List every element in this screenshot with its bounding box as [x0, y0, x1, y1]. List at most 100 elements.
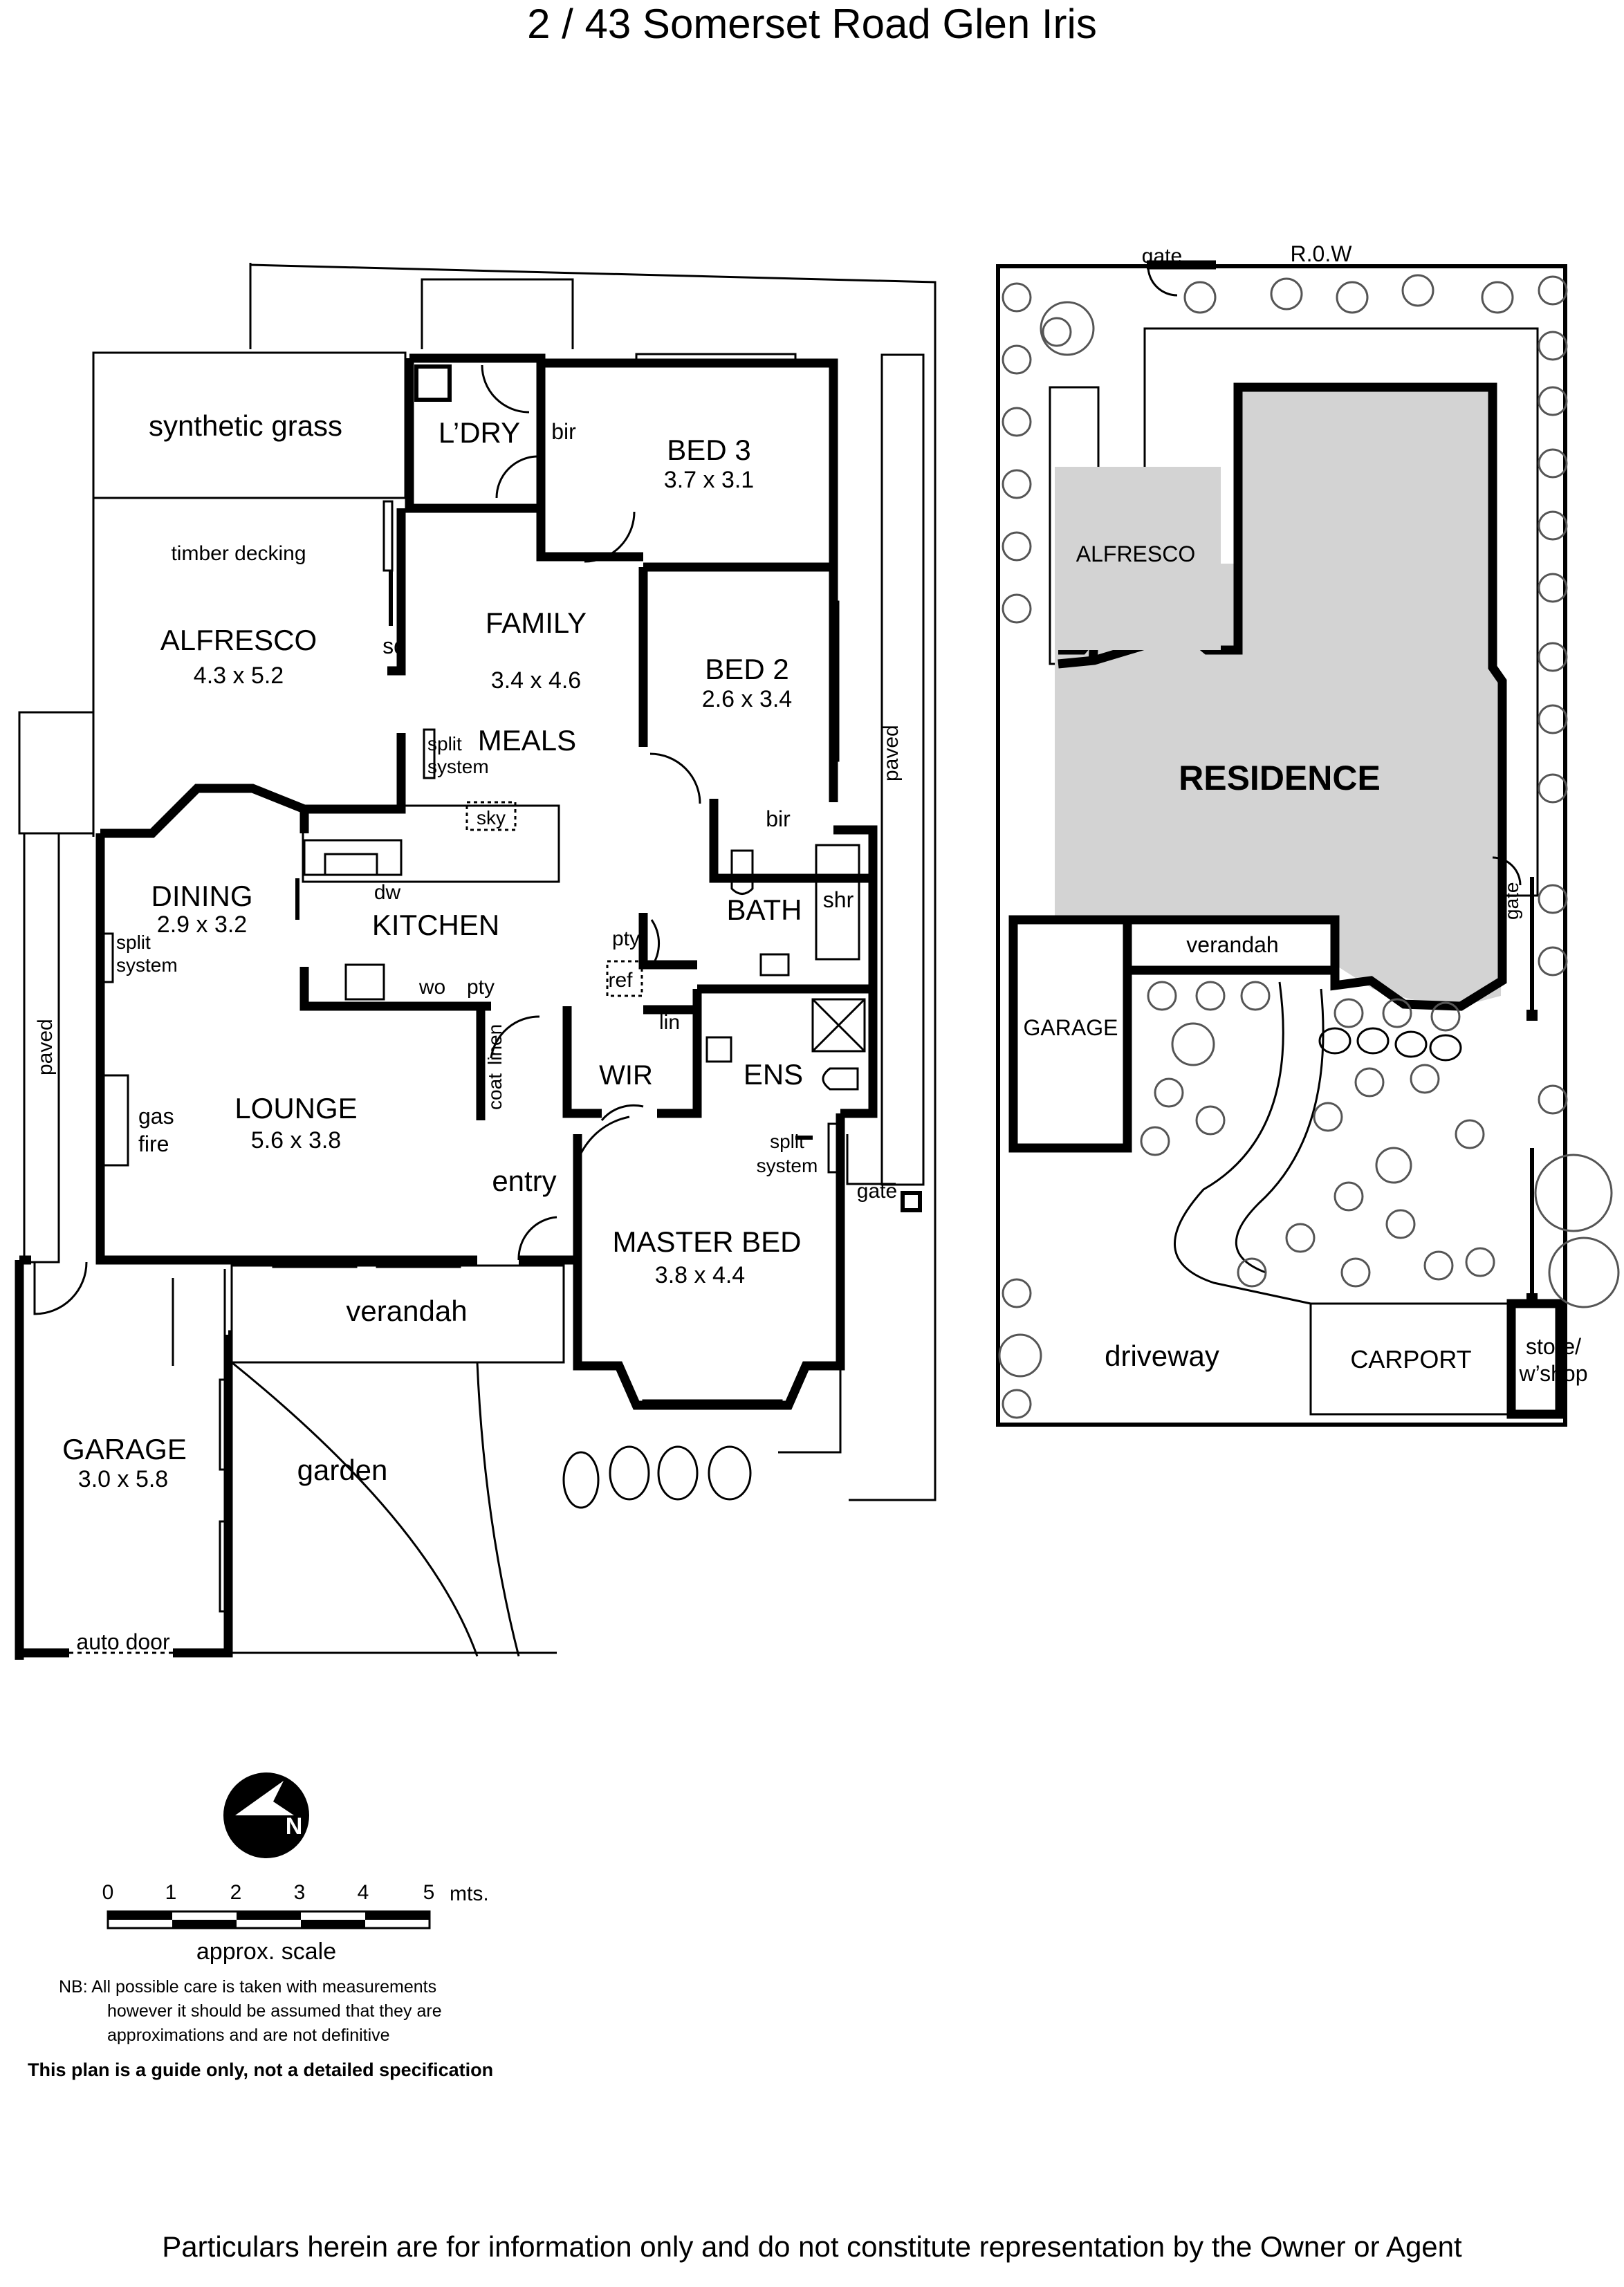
bath-label: BATH	[727, 893, 802, 926]
split-system-unit	[423, 728, 436, 779]
verandah-area	[230, 1264, 565, 1364]
residence-label: RESIDENCE	[1179, 759, 1381, 797]
pty-label: pty	[612, 927, 640, 950]
gate-post-square	[1526, 1010, 1538, 1021]
entry-label: entry	[492, 1165, 556, 1197]
master-size: 3.8 x 4.4	[655, 1262, 745, 1288]
fire-label: fire	[138, 1131, 169, 1156]
meals-system-label: system	[427, 756, 489, 777]
laundry-bed3-wall	[409, 353, 643, 562]
master-bed-wall	[573, 1113, 845, 1410]
garden-path	[1235, 988, 1325, 1274]
scale-block	[301, 1920, 365, 1928]
alfresco-size: 4.3 x 5.2	[194, 663, 284, 689]
alfresco-fill	[1055, 467, 1221, 650]
bath-wall	[709, 799, 873, 883]
plants	[998, 274, 1620, 1419]
ensuite-shower-cross	[811, 998, 866, 1053]
dining-bay-wall	[100, 733, 406, 838]
row-label: R.0.W	[1291, 241, 1353, 266]
entry-door	[517, 1216, 557, 1261]
meals-label: MEALS	[478, 724, 576, 757]
boundary-line	[250, 263, 936, 1501]
alfresco-name: ALFRESCO	[160, 624, 317, 656]
scale-tick-0: 0	[102, 1881, 114, 1904]
lin-label: lin	[659, 1011, 680, 1034]
stepping-stones	[562, 1445, 752, 1509]
lounge-outer-wall	[95, 833, 477, 1265]
scale-tick-4: 4	[358, 1881, 369, 1904]
workshop-label: w’shop	[1518, 1361, 1587, 1386]
site-boundary	[996, 264, 1567, 1427]
scale-tick-3: 3	[294, 1881, 306, 1904]
site-verandah	[1123, 915, 1340, 975]
dining-name: DINING	[151, 880, 253, 912]
bed3-door	[584, 511, 636, 563]
paved-left-label: paved	[34, 1019, 57, 1075]
bed2-size: 2.6 x 3.4	[702, 686, 792, 712]
garden-arc	[231, 1361, 479, 1657]
ensuite-basin	[705, 1036, 732, 1063]
residence-outline	[1233, 382, 1507, 1011]
kitchen-island	[302, 804, 560, 883]
note-line-2: however it should be assumed that they a…	[107, 2001, 442, 2021]
bir-label: bir	[551, 419, 576, 444]
site-plan: gate R.0.W ALFRESCO RESIDENCE gate veran…	[996, 241, 1620, 1427]
garage-door-swing	[33, 1261, 88, 1315]
paved-strip-right	[880, 353, 925, 1186]
gate-post	[901, 1191, 922, 1212]
bed2-name: BED 2	[705, 653, 788, 685]
master-door	[573, 1115, 630, 1176]
garden-path	[476, 1362, 520, 1657]
dining-system-label: system	[116, 954, 178, 976]
compass: N	[223, 1772, 309, 1858]
garden-label: garden	[297, 1454, 388, 1486]
ref-label: ref	[608, 969, 633, 992]
gate-line	[846, 1134, 896, 1185]
wir-door	[600, 1104, 644, 1121]
site-gate-right-label: gate	[1501, 882, 1522, 920]
ens-system-label: system	[757, 1155, 818, 1176]
scale-bar: 0 1 2 3 4 5 mts. approx. scale	[102, 1881, 489, 1965]
ensuite-toilet	[822, 1067, 859, 1091]
scale-caption: approx. scale	[196, 1938, 336, 1965]
site-garage-label: GARAGE	[1024, 1015, 1118, 1040]
sd-label: sd	[382, 633, 406, 658]
gas-fire	[99, 1074, 129, 1167]
store-workshop	[1506, 1299, 1565, 1419]
note-line-1: NB: All possible care is taken with meas…	[59, 1977, 437, 1997]
note-line-3: approximations and are not definitive	[107, 2026, 390, 2045]
skylight	[465, 801, 517, 831]
coat-label: coat	[484, 1073, 506, 1110]
bed3-name: BED 3	[667, 434, 750, 466]
laundry-door	[481, 364, 530, 414]
bath-door	[650, 919, 661, 967]
store-label: store/	[1526, 1334, 1581, 1359]
bed2-bir-label: bir	[766, 806, 791, 831]
carport-label: CARPORT	[1350, 1345, 1471, 1373]
top-gate-swing	[1147, 266, 1178, 297]
scale-tick-2: 2	[230, 1881, 242, 1904]
sky-label: sky	[477, 807, 506, 828]
paved-edge	[19, 711, 95, 837]
bath-basin	[759, 953, 790, 976]
split-system-unit	[827, 1122, 840, 1174]
site-gate-top-label: gate	[1142, 245, 1182, 268]
gate-label: gate	[857, 1180, 897, 1203]
paved-right-label: paved	[880, 725, 903, 781]
lounge-name: LOUNGE	[234, 1092, 357, 1124]
laundry-wall	[405, 358, 538, 513]
compass-arrow-icon	[235, 1781, 294, 1815]
site-alfresco-label: ALFRESCO	[1076, 541, 1195, 566]
site-garage	[1008, 915, 1132, 1153]
guide-note: This plan is a guide only, not a detaile…	[28, 2059, 494, 2080]
pty2-label: pty	[467, 976, 495, 999]
footer-disclaimer: Particulars herein are for information o…	[162, 2230, 1462, 2263]
ens-left-wall	[657, 989, 702, 1118]
synthetic-grass-label: synthetic grass	[149, 409, 342, 442]
scale-tick-5: 5	[423, 1881, 435, 1904]
coat-door	[490, 1015, 540, 1059]
ens-label: ENS	[744, 1058, 803, 1091]
site-stepping-stones	[1318, 1027, 1462, 1062]
bath-ens-right-wall	[833, 825, 878, 1118]
